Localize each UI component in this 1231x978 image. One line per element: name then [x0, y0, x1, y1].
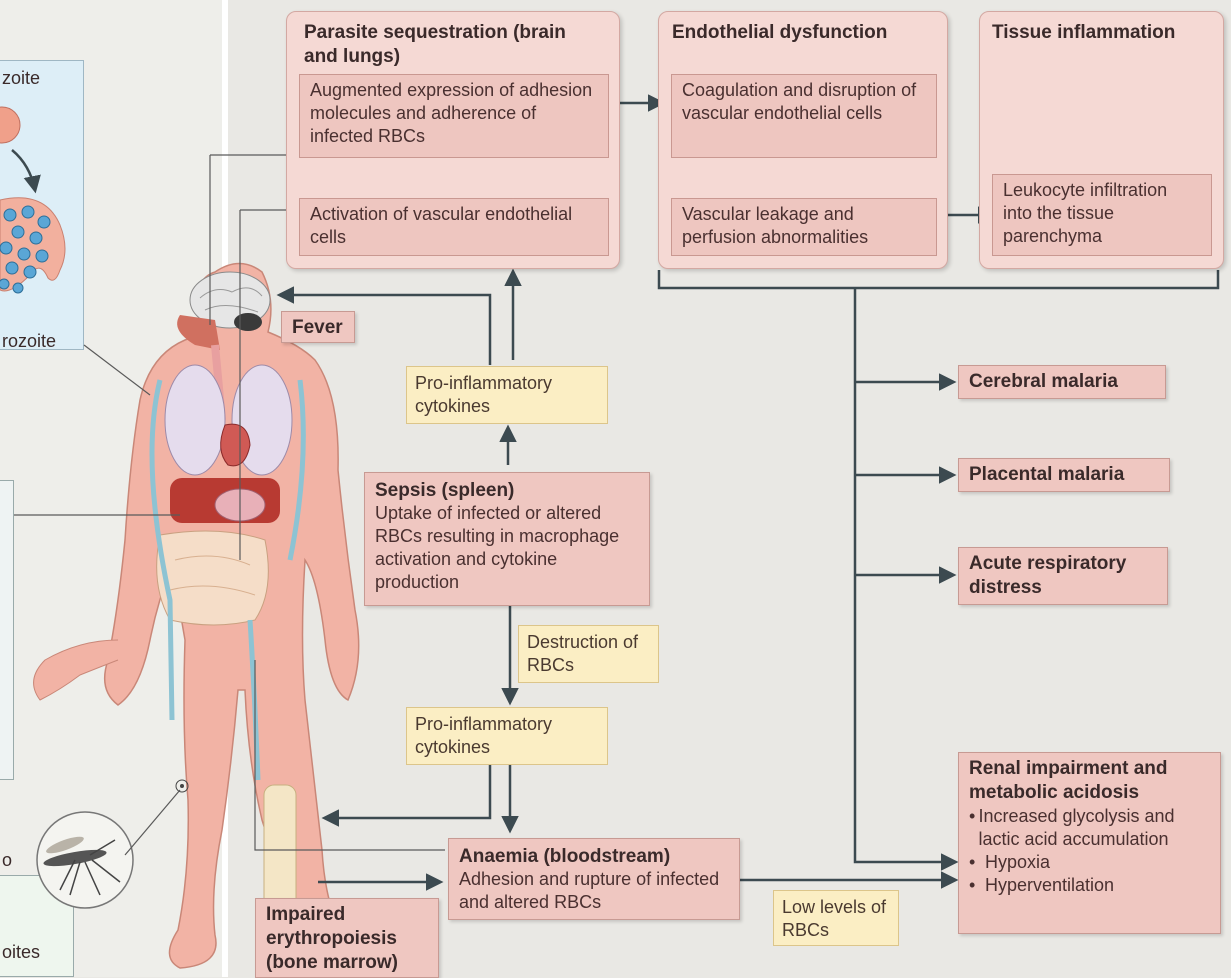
infected-cell-icon	[0, 107, 20, 143]
renal-impairment-box: Renal impairment and metabolic acidosis …	[958, 752, 1221, 934]
endothelial-dysfunction-title: Endothelial dysfunction	[672, 21, 942, 45]
schizont-cell-icon	[0, 198, 65, 293]
activation-box: Activation of vascular endothelial cells	[299, 198, 609, 256]
parasite-sequestration-group: Parasite sequestration (brain and lungs)…	[286, 11, 620, 269]
cycle-arrow-icon	[12, 150, 35, 190]
erythropoiesis-box: Impaired erythropoiesis (bone marrow)	[255, 898, 439, 978]
leukocyte-box: Leukocyte infiltration into the tissue p…	[992, 174, 1212, 256]
cerebral-malaria-box: Cerebral malaria	[958, 365, 1166, 399]
adhesion-box: Augmented expression of adhesion molecul…	[299, 74, 609, 158]
tissue-inflammation-title: Tissue inflammation	[992, 21, 1217, 45]
sepsis-text: Uptake of infected or altered RBCs resul…	[375, 503, 619, 592]
sepsis-title: Sepsis (spleen)	[375, 480, 514, 501]
respiratory-distress-box: Acute respiratory distress	[958, 547, 1168, 605]
low-rbc-box: Low levels of RBCs	[773, 890, 899, 946]
cytokines-bottom-box: Pro-inflammatory cytokines	[406, 707, 608, 765]
fever-label: Fever	[281, 311, 355, 343]
coagulation-box: Coagulation and disruption of vascular e…	[671, 74, 937, 158]
renal-item: •Hypoxia	[969, 851, 1210, 874]
anaemia-box: Anaemia (bloodstream) Adhesion and ruptu…	[448, 838, 740, 920]
parasite-sequestration-title: Parasite sequestration (brain and lungs)	[304, 21, 604, 69]
destruction-box: Destruction of RBCs	[518, 625, 659, 683]
placental-malaria-box: Placental malaria	[958, 458, 1170, 492]
endothelial-dysfunction-group: Endothelial dysfunction Coagulation and …	[658, 11, 948, 269]
renal-title: Renal impairment and metabolic acidosis	[969, 757, 1210, 805]
vascular-leakage-box: Vascular leakage and perfusion abnormali…	[671, 198, 937, 256]
tissue-inflammation-group: Tissue inflammation Leukocyte infiltrati…	[979, 11, 1224, 269]
cytokines-top-box: Pro-inflammatory cytokines	[406, 366, 608, 424]
mosquito-icon	[37, 812, 133, 908]
renal-item: •Increased glycolysis and lactic acid ac…	[969, 805, 1210, 851]
anaemia-text: Adhesion and rupture of infected and alt…	[459, 869, 719, 912]
anaemia-title: Anaemia (bloodstream)	[459, 846, 670, 867]
renal-item: •Hyperventilation	[969, 874, 1210, 897]
sepsis-box: Sepsis (spleen) Uptake of infected or al…	[364, 472, 650, 606]
